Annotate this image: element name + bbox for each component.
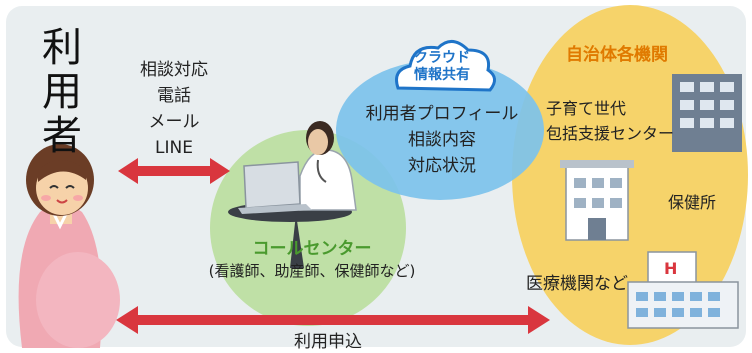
cloud-item: 相談内容: [408, 130, 476, 150]
contact-method: メール: [148, 112, 200, 132]
medical-institution-label: 医療機関など: [526, 274, 628, 294]
government-item: 包括支援センター: [546, 124, 675, 143]
cloud-badge-line: 情報共有: [414, 67, 470, 83]
contact-method: 相談対応: [140, 60, 208, 80]
cloud-area: [336, 60, 544, 200]
cloud-badge-line: クラウド: [414, 50, 470, 66]
application-label: 利用申込: [294, 332, 362, 352]
user-label: 利用者: [28, 26, 88, 158]
government-title: 自治体各機関: [566, 45, 668, 65]
cloud-item: 利用者プロフィール: [365, 104, 519, 124]
pregnant-woman-icon: [18, 144, 120, 348]
cloud-item: 対応状況: [408, 156, 476, 176]
call-center-staff: (看護師、助産師、保健師など): [208, 262, 416, 280]
hospital-building-icon: H: [627, 251, 739, 329]
contact-method: LINE: [155, 138, 193, 158]
cloud-badge: クラウド 情報共有: [402, 50, 482, 84]
contact-method: 電話: [157, 86, 191, 106]
contact-methods: 相談対応 電話 メール LINE: [114, 57, 234, 161]
support-center-building-icon: [672, 74, 742, 152]
user-label-char: 利用者: [35, 26, 81, 158]
health-center-building-icon: [560, 160, 634, 241]
doctor-icon: [228, 121, 357, 268]
cloud-icon: [395, 40, 496, 92]
support-center-label: 子育て世代 包括支援センター: [546, 96, 674, 146]
call-center-name: コールセンター: [252, 239, 372, 259]
contact-arrow: [118, 158, 230, 184]
cloud-items: 利用者プロフィール 相談内容 対応状況: [352, 101, 532, 179]
government-item: 子育て世代: [546, 99, 627, 118]
application-arrow: [116, 306, 550, 334]
svg-text:H: H: [664, 259, 677, 278]
health-center-label: 保健所: [668, 193, 717, 212]
laptop-icon: [238, 161, 312, 214]
